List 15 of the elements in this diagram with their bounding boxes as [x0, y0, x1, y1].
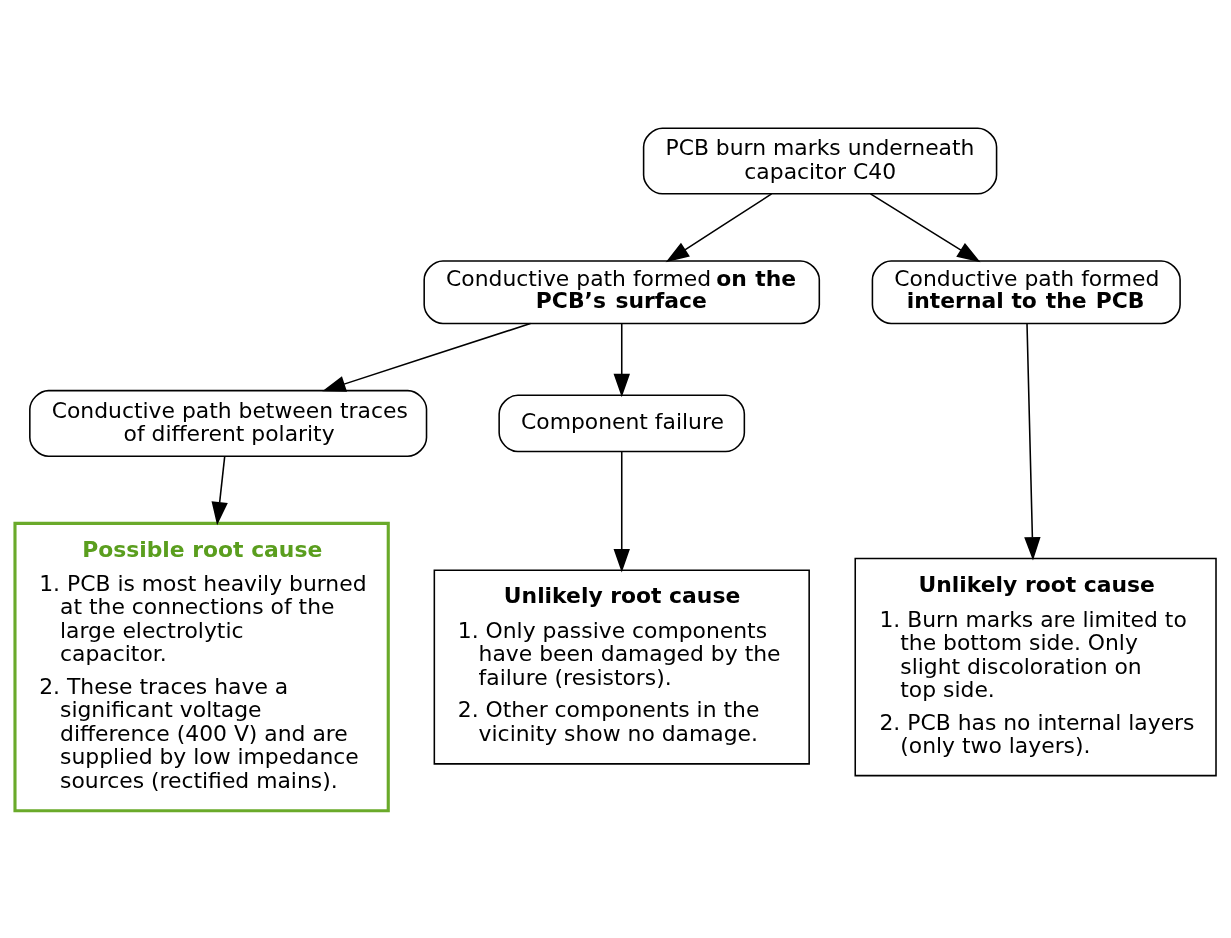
node-box: Conductive path formed on the PCB’s surface — [423, 259, 821, 324]
arrow — [613, 450, 630, 572]
node-box: Unlikely root cause 1. Burn marks are limited to the bottom side. Only slight discoloration on top side. 2. PCB has no internal layers (only two layers). — [854, 557, 1217, 776]
node-box: Component failure — [498, 394, 746, 452]
arrow — [1024, 322, 1041, 561]
node-box: PCB burn marks underneath capacitor C40 — [642, 126, 998, 195]
node-box: Unlikely root cause 1. Only passive components have been damaged by the failure (resistors). 2. Other components in the vicinity show no damage. — [433, 568, 810, 765]
node-box: Conductive path between traces of different polarity — [29, 389, 428, 457]
arrow — [322, 322, 532, 392]
arrow — [211, 455, 228, 525]
arrow — [665, 192, 773, 262]
node-box: Possible root cause 1. PCB is most heavily burned at the connections of the large electrolytic capacitor. 2. These traces have a significant voltage difference (400 V) and are supplied by low impedance sources (rectified mains). — [13, 521, 390, 812]
arrow — [613, 322, 630, 397]
arrow — [869, 192, 981, 262]
node-box: Conductive path formed internal to the PCB — [871, 259, 1181, 324]
